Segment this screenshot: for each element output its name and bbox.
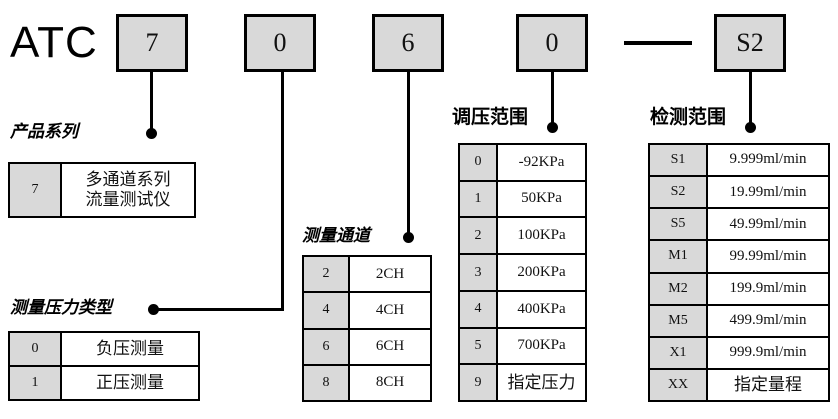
- code-box-pressure-type-value: 0: [273, 28, 287, 57]
- table-pressure-type: 0 负压测量 1 正压测量: [8, 331, 200, 401]
- table-cell-value: 999.9ml/min: [708, 337, 828, 368]
- caption-product-series: 产品系列: [10, 122, 78, 141]
- table-cell-key: S1: [650, 145, 708, 176]
- caption-detection-range: 检测范围: [650, 107, 727, 128]
- connector-detection-range-dot: [745, 122, 756, 133]
- table-row: 8 8CH: [304, 365, 430, 400]
- table-cell-key: 9: [460, 365, 498, 401]
- table-cell-value: 2CH: [350, 257, 430, 292]
- table-row: M5 499.9ml/min: [650, 305, 828, 338]
- caption-pressure-range: 调压范围: [452, 107, 529, 128]
- table-row: 1 50KPa: [460, 181, 585, 219]
- code-box-detection-range: S2: [714, 14, 786, 72]
- table-cell-key: 1: [10, 367, 62, 399]
- table-cell-key: 4: [304, 293, 350, 328]
- table-cell-key: M2: [650, 273, 708, 304]
- table-cell-key: 3: [460, 255, 498, 290]
- code-box-series-value: 7: [145, 28, 159, 57]
- table-pressure-range: 0 -92KPa 1 50KPa 2 100KPa 3 200KPa 4 400…: [458, 143, 587, 402]
- table-cell-key: 2: [304, 257, 350, 292]
- table-cell-value: 负压测量: [62, 333, 198, 365]
- table-cell-key: M5: [650, 305, 708, 336]
- table-detection-range: S1 9.999ml/min S2 19.99ml/min S5 49.99ml…: [648, 143, 830, 402]
- code-box-pressure-type: 0: [244, 14, 316, 72]
- table-product-series: 7 多通道系列 流量测试仪: [8, 162, 196, 218]
- connector-channels-dot: [403, 232, 414, 243]
- caption-pressure-type: 测量压力类型: [10, 298, 112, 317]
- table-row: S1 9.999ml/min: [650, 145, 828, 178]
- table-cell-value: 400KPa: [498, 291, 585, 327]
- connector-pressure-range-dot: [547, 122, 558, 133]
- table-measure-channel: 2 2CH 4 4CH 6 6CH 8 8CH: [302, 255, 432, 402]
- code-box-series: 7: [116, 14, 188, 72]
- table-row: 5 700KPa: [460, 328, 585, 366]
- table-row: XX 指定量程: [650, 369, 828, 400]
- table-row: 9 指定压力: [460, 365, 585, 401]
- table-cell-value: 200KPa: [498, 255, 585, 290]
- code-box-detection-range-value: S2: [736, 28, 764, 57]
- connector-pressure-type-horizontal: [157, 308, 284, 311]
- table-cell-value: 49.99ml/min: [708, 209, 828, 240]
- table-row: S5 49.99ml/min: [650, 209, 828, 242]
- table-cell-value: 19.99ml/min: [708, 177, 828, 208]
- table-cell-value: 9.999ml/min: [708, 145, 828, 176]
- table-cell-value: 99.99ml/min: [708, 241, 828, 272]
- table-cell-key: M1: [650, 241, 708, 272]
- connector-pressure-type-vertical: [281, 72, 284, 311]
- code-box-channels-value: 6: [401, 28, 415, 57]
- code-box-pressure-range-value: 0: [545, 28, 559, 57]
- table-cell-key: 6: [304, 329, 350, 364]
- table-row: M1 99.99ml/min: [650, 241, 828, 274]
- code-box-channels: 6: [372, 14, 444, 72]
- table-cell-value: 199.9ml/min: [708, 273, 828, 304]
- table-row: 0 负压测量: [10, 333, 198, 367]
- table-row: S2 19.99ml/min: [650, 177, 828, 210]
- table-row: 7 多通道系列 流量测试仪: [10, 164, 194, 216]
- table-cell-value: 4CH: [350, 293, 430, 328]
- table-cell-key: XX: [650, 369, 708, 400]
- connector-detection-range-vertical: [749, 72, 752, 128]
- table-row: M2 199.9ml/min: [650, 273, 828, 306]
- table-cell-key: 2: [460, 218, 498, 254]
- brand-label: ATC: [10, 18, 98, 67]
- table-row: 2 100KPa: [460, 218, 585, 256]
- table-cell-key: 0: [460, 145, 498, 180]
- connector-channels-vertical: [407, 72, 410, 238]
- table-row: 1 正压测量: [10, 367, 198, 399]
- table-cell-value: -92KPa: [498, 145, 585, 180]
- code-box-pressure-range: 0: [516, 14, 588, 72]
- table-row: 0 -92KPa: [460, 145, 585, 182]
- table-cell-value: 多通道系列 流量测试仪: [62, 164, 194, 216]
- table-row: 4 4CH: [304, 293, 430, 330]
- caption-measure-channel: 测量通道: [302, 226, 370, 245]
- connector-series-vertical: [150, 72, 153, 134]
- table-cell-value: 499.9ml/min: [708, 305, 828, 336]
- table-row: 4 400KPa: [460, 291, 585, 329]
- table-cell-key: 7: [10, 164, 62, 216]
- connector-pressure-type-dot: [148, 304, 159, 315]
- table-cell-key: X1: [650, 337, 708, 368]
- table-cell-value: 700KPa: [498, 328, 585, 364]
- table-row: 3 200KPa: [460, 255, 585, 292]
- table-cell-value: 正压测量: [62, 367, 198, 399]
- table-cell-key: 1: [460, 181, 498, 217]
- table-row: 6 6CH: [304, 329, 430, 366]
- table-cell-value: 50KPa: [498, 181, 585, 217]
- table-cell-key: S5: [650, 209, 708, 240]
- connector-series-dot: [146, 128, 157, 139]
- table-cell-key: 0: [10, 333, 62, 365]
- table-cell-key: 8: [304, 365, 350, 400]
- table-cell-value: 指定压力: [498, 365, 585, 401]
- table-cell-key: S2: [650, 177, 708, 208]
- connector-pressure-range-vertical: [551, 72, 554, 128]
- table-cell-value: 指定量程: [708, 369, 828, 400]
- table-cell-key: 5: [460, 328, 498, 364]
- table-cell-value: 100KPa: [498, 218, 585, 254]
- table-row: X1 999.9ml/min: [650, 337, 828, 370]
- table-cell-value: 8CH: [350, 365, 430, 400]
- table-row: 2 2CH: [304, 257, 430, 294]
- table-cell-value: 6CH: [350, 329, 430, 364]
- separator-dash: [624, 41, 692, 45]
- table-cell-key: 4: [460, 291, 498, 327]
